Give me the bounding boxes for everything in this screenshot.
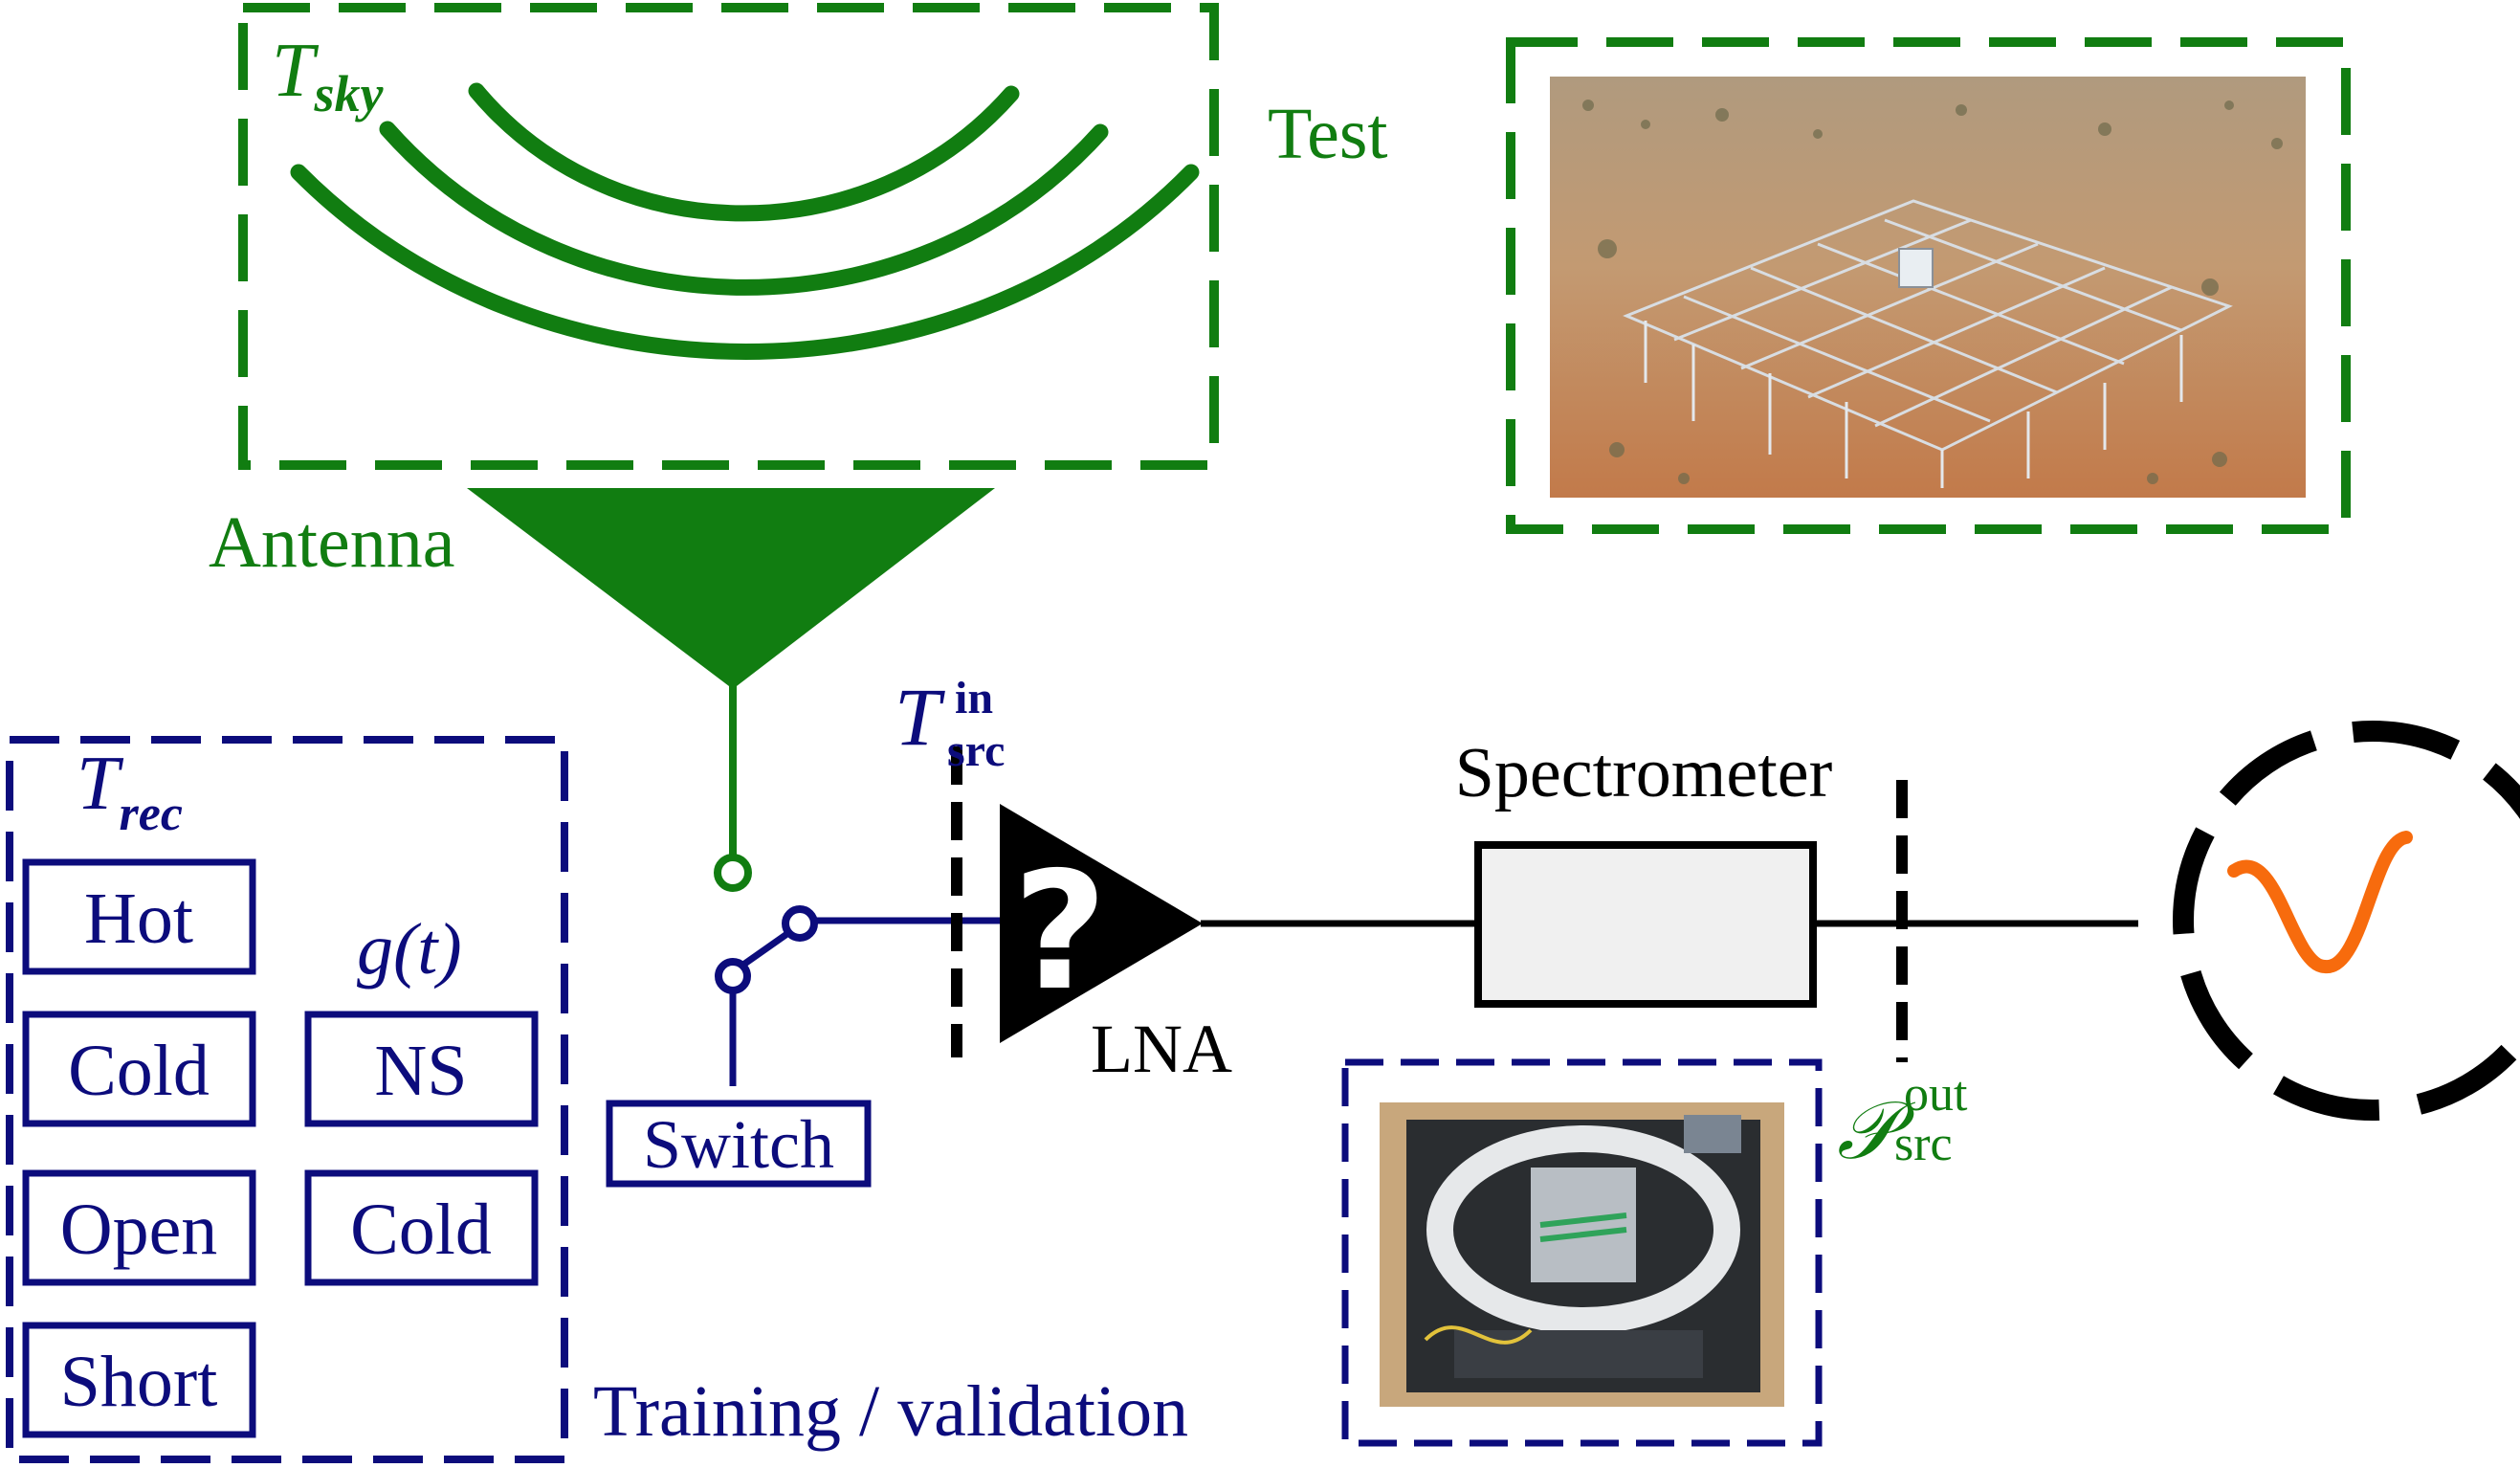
gain-function-label: g(t) [357, 909, 462, 990]
source-output-power-subscript: src [1894, 1117, 1953, 1171]
hardware-photo-dashed-box [1341, 1058, 1823, 1447]
source-box-hot[interactable] [22, 858, 256, 975]
training-validation-label: Training / validation [593, 1371, 1188, 1452]
source-input-temperature-subscript: src [947, 725, 1005, 776]
source-output-power-superscript: out [1904, 1067, 1968, 1122]
source-label-open: Open [60, 1190, 218, 1270]
receiver-temperature-label: Trec [77, 742, 183, 841]
amplifier-icon [1000, 804, 1203, 1043]
antenna-field-photo [1550, 77, 2306, 498]
source-label-cold: Cold [68, 1031, 210, 1111]
source-box-short[interactable] [22, 1322, 256, 1438]
spectrum-curve-icon [2227, 831, 2413, 973]
sky-waves-icon [290, 82, 1200, 360]
switch-symbol-icon [715, 905, 818, 1086]
switch-label: Switch [643, 1106, 834, 1183]
antenna-icon [467, 488, 995, 689]
source-label-short: Short [60, 1342, 218, 1422]
spectrometer-label: Spectrometer [1455, 734, 1833, 812]
source-box-cold[interactable] [22, 1011, 256, 1127]
antenna-label: Antenna [209, 502, 454, 583]
spectrometer-box[interactable] [1474, 841, 1817, 1008]
antenna-switch-terminal [714, 854, 752, 892]
source-label-hot: Hot [84, 879, 193, 959]
amplifier-question-mark: ? [1013, 837, 1108, 1027]
sky-temperature-label: Tsky [272, 29, 385, 122]
spectrometer-hardware-photo [1380, 1102, 1784, 1407]
source-box-cold-2[interactable] [304, 1169, 539, 1286]
right-calibration-sources: NS Cold [304, 1011, 539, 1286]
spectrum-display-icon [2173, 721, 2520, 1121]
test-label: Test [1268, 94, 1388, 174]
lna-label: LNA [1091, 1011, 1232, 1087]
source-input-temperature-label: T [895, 671, 945, 763]
source-box-ns[interactable] [304, 1011, 539, 1127]
source-input-temperature-superscript: in [955, 673, 993, 723]
sky-dashed-box [238, 3, 1219, 470]
source-label-ns: NS [374, 1031, 467, 1111]
source-box-open[interactable] [22, 1169, 256, 1286]
source-label-cold-2: Cold [350, 1190, 492, 1270]
test-photo-dashed-box [1506, 37, 2351, 534]
switch-box[interactable] [606, 1100, 872, 1188]
left-calibration-sources: Hot Cold Open Short [22, 858, 256, 1438]
